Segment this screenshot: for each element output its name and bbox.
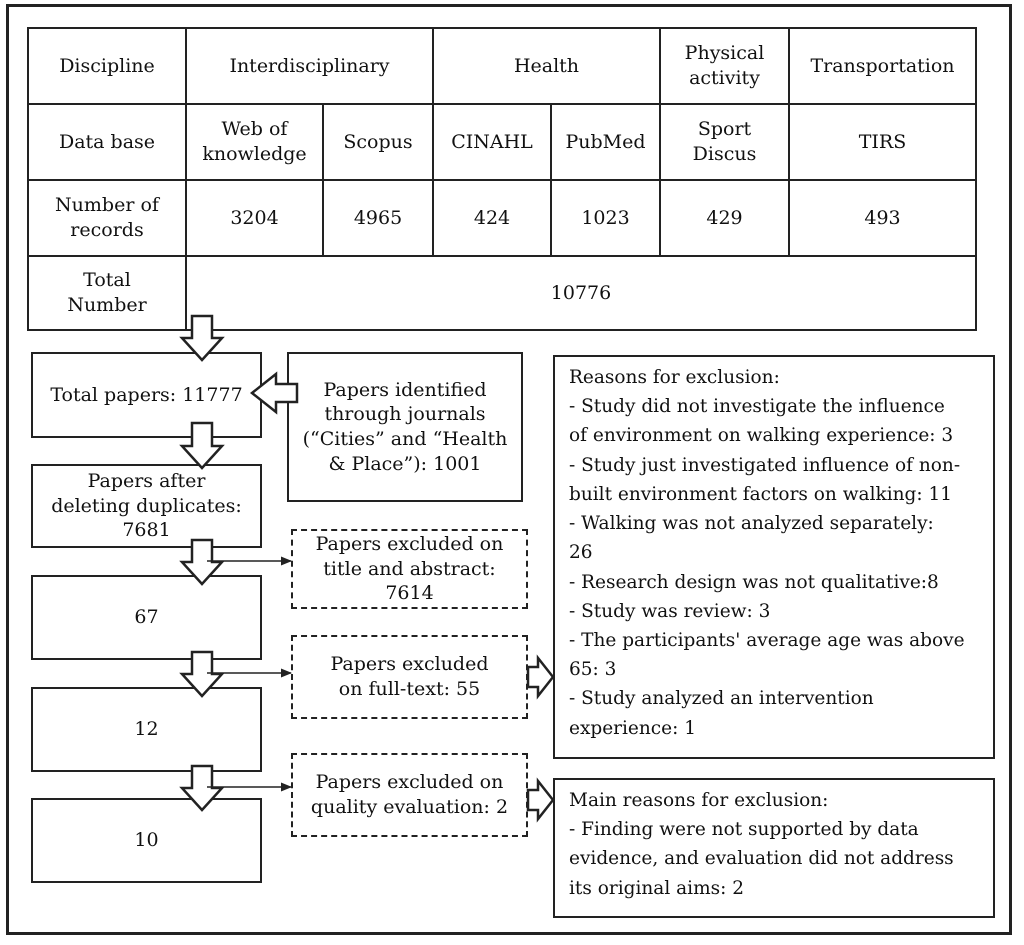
reasons-for-exclusion-box: Reasons for exclusion: - Study did not i… bbox=[553, 355, 995, 759]
journals-box: Papers identified through journals (“Cit… bbox=[287, 352, 523, 502]
reason-line: - Study analyzed an intervention bbox=[569, 688, 874, 710]
database-scopus: Scopus bbox=[343, 130, 413, 153]
diagram-frame bbox=[6, 4, 1012, 935]
records-tirs: 493 bbox=[864, 206, 901, 229]
main-reason-line: its original aims: 2 bbox=[569, 877, 744, 899]
database-cinahl: CINAHL bbox=[451, 130, 533, 153]
reason-line: 26 bbox=[569, 542, 593, 564]
total-number-value: 10776 bbox=[550, 281, 612, 304]
reason-line: - Study was review: 3 bbox=[569, 600, 771, 622]
stage-12-box: 12 bbox=[31, 687, 262, 772]
reason-line: experience: 1 bbox=[569, 717, 696, 739]
reason-line: built environment factors on walking: 11 bbox=[569, 483, 953, 505]
discipline-physical-activity: Physical activity bbox=[684, 42, 765, 89]
records-web-of-knowledge: 3204 bbox=[230, 206, 279, 229]
total-papers-box: Total papers: 11777 bbox=[31, 352, 262, 438]
records-header: Number of records bbox=[55, 194, 159, 241]
total-number-header: Total Number bbox=[67, 269, 147, 316]
records-cinahl: 424 bbox=[473, 206, 511, 229]
stage-10-box: 10 bbox=[31, 798, 262, 883]
reason-line: - Research design was not qualitative:8 bbox=[569, 571, 939, 593]
database-pubmed: PubMed bbox=[565, 130, 646, 153]
excluded-title-abstract-box: Papers excluded on title and abstract: 7… bbox=[291, 529, 528, 609]
records-pubmed: 1023 bbox=[581, 206, 630, 229]
discipline-transportation: Transportation bbox=[810, 54, 955, 77]
reason-line: - The participants' average age was abov… bbox=[569, 629, 965, 651]
records-sport-discus: 429 bbox=[706, 206, 743, 229]
database-sport-discus: Sport Discus bbox=[692, 118, 757, 165]
reason-line: - Study just investigated influence of n… bbox=[569, 454, 961, 476]
stage-67-box: 67 bbox=[31, 575, 262, 660]
main-reasons-title: Main reasons for exclusion: bbox=[569, 790, 829, 811]
excluded-quality-box: Papers excluded on quality evaluation: 2 bbox=[291, 753, 528, 837]
main-reason-line: evidence, and evaluation did not address bbox=[569, 848, 954, 870]
after-duplicates-box: Papers after deleting duplicates: 7681 bbox=[31, 464, 262, 548]
reasons-list: Reasons for exclusion: - Study did not i… bbox=[569, 363, 965, 743]
database-web-of-knowledge: Web of knowledge bbox=[202, 118, 307, 165]
database-header: Data base bbox=[58, 130, 156, 153]
main-reasons-list: Main reasons for exclusion: - Finding we… bbox=[569, 786, 954, 903]
reason-line: 65: 3 bbox=[569, 659, 617, 681]
reason-line: - Study did not investigate the influenc… bbox=[569, 396, 945, 418]
reason-line: of environment on walking experience: 3 bbox=[569, 425, 954, 447]
main-reason-line: - Finding were not supported by data bbox=[569, 819, 919, 841]
database-tirs: TIRS bbox=[858, 130, 907, 153]
discipline-header: Discipline bbox=[59, 54, 155, 77]
reason-line: - Walking was not analyzed separately: bbox=[569, 513, 934, 535]
discipline-interdisciplinary: Interdisciplinary bbox=[229, 54, 390, 77]
excluded-full-text-box: Papers excluded on full-text: 55 bbox=[291, 635, 528, 719]
discipline-health: Health bbox=[513, 54, 580, 77]
records-scopus: 4965 bbox=[353, 206, 403, 229]
main-reasons-box: Main reasons for exclusion: - Finding we… bbox=[553, 778, 995, 918]
reasons-title: Reasons for exclusion: bbox=[569, 367, 780, 388]
